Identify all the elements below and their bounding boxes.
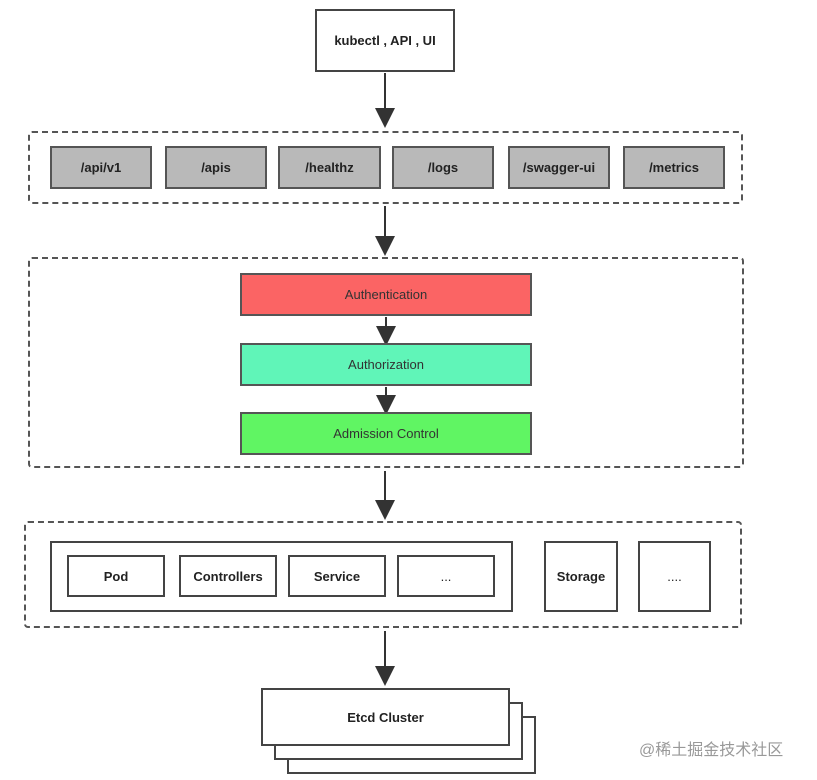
- step-label: Authorization: [348, 357, 424, 372]
- watermark: @稀土掘金技术社区: [639, 736, 809, 760]
- api-path-swagger-ui: /swagger-ui: [508, 146, 610, 189]
- api-path-healthz: /healthz: [278, 146, 381, 189]
- api-path-label: /api/v1: [80, 160, 122, 175]
- api-path-label: /apis: [201, 160, 231, 175]
- api-path-metrics: /metrics: [623, 146, 725, 189]
- etcd-label: Etcd Cluster: [347, 709, 424, 725]
- resource-label: ...: [440, 568, 452, 584]
- api-path-label: /logs: [427, 160, 459, 175]
- resource-label: Pod: [103, 568, 129, 584]
- etcd-cluster-box: Etcd Cluster: [261, 688, 510, 746]
- api-paths-group: [28, 131, 743, 204]
- resource-label: Controllers: [193, 568, 263, 584]
- watermark-text: @稀土掘金技术社区: [639, 742, 784, 759]
- auth-chain-group: [28, 257, 744, 468]
- resource-controllers: Controllers: [179, 555, 277, 597]
- authentication-step: Authentication: [240, 273, 532, 316]
- client-label: kubectl , API , UI: [334, 33, 436, 48]
- api-path-label: /healthz: [305, 160, 354, 175]
- authorization-step: Authorization: [240, 343, 532, 386]
- api-path-api-v1: /api/v1: [50, 146, 152, 189]
- api-path-logs: /logs: [392, 146, 494, 189]
- api-path-apis: /apis: [165, 146, 267, 189]
- extra-box: ....: [638, 541, 711, 612]
- step-label: Admission Control: [333, 426, 439, 441]
- resource-pod: Pod: [67, 555, 165, 597]
- admission-control-step: Admission Control: [240, 412, 532, 455]
- api-path-label: /swagger-ui: [522, 160, 596, 175]
- resource-more: ...: [397, 555, 495, 597]
- api-path-label: /metrics: [649, 160, 699, 175]
- step-label: Authentication: [344, 287, 428, 302]
- storage-box: Storage: [544, 541, 618, 612]
- extra-label: ....: [667, 569, 682, 584]
- resource-service: Service: [288, 555, 386, 597]
- storage-label: Storage: [556, 569, 606, 584]
- client-box: kubectl , API , UI: [315, 9, 455, 72]
- resources-group: [24, 521, 742, 628]
- resource-label: Service: [313, 568, 361, 584]
